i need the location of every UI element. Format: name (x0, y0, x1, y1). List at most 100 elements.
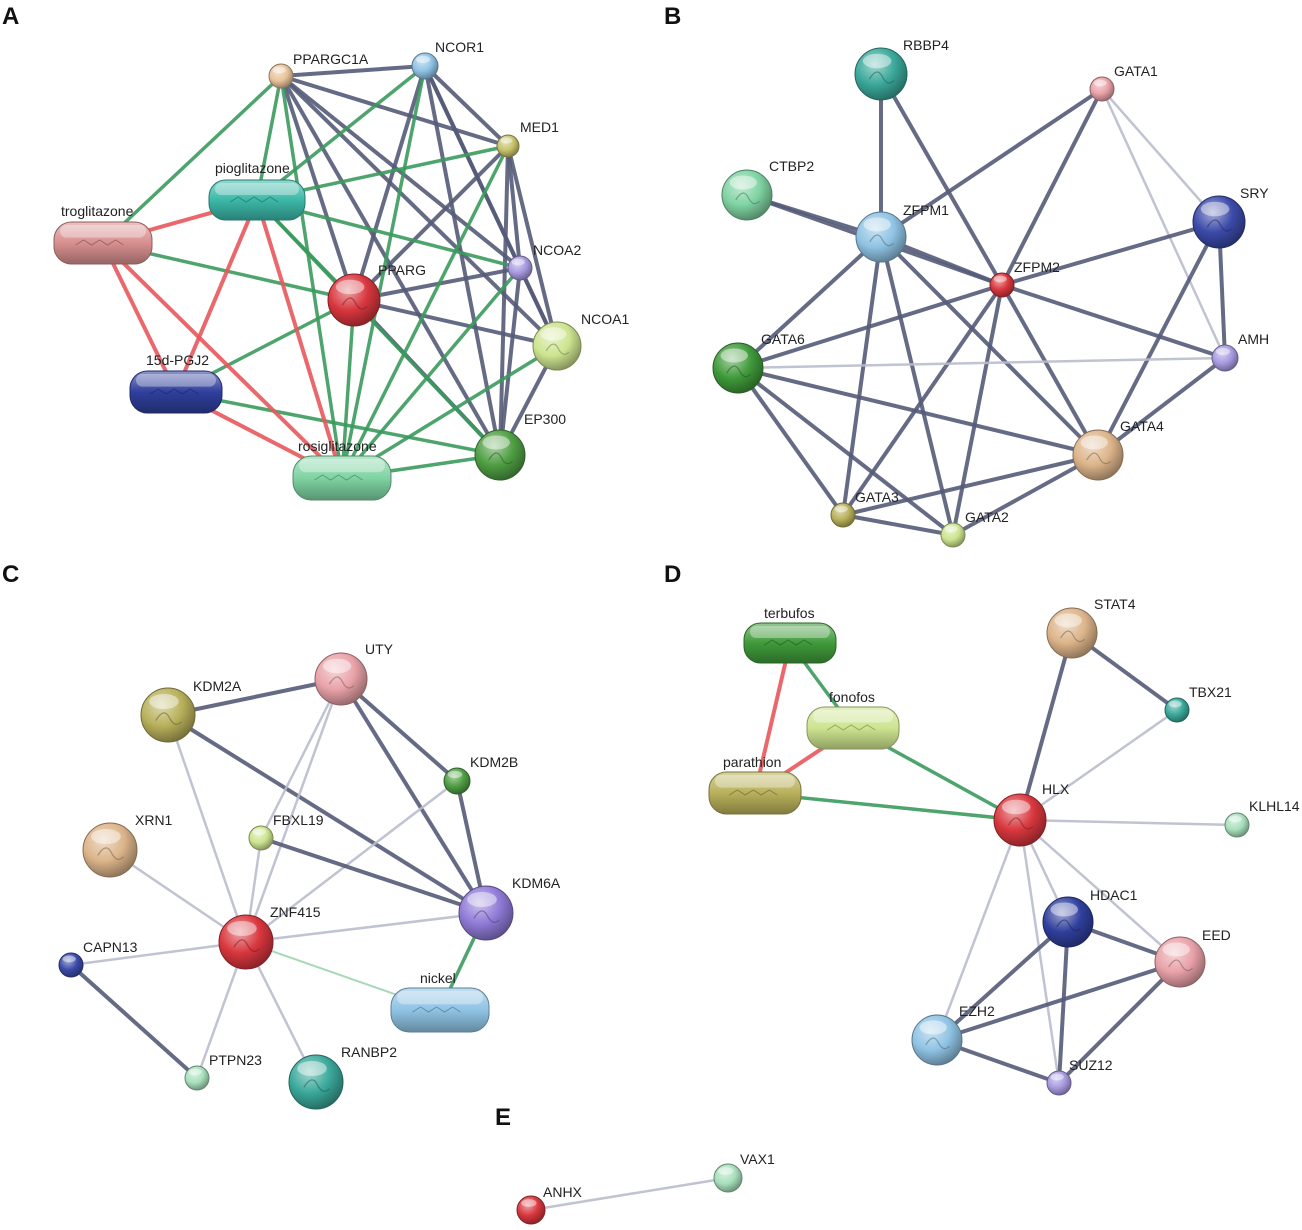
node-label: KDM2A (193, 678, 242, 694)
node-xrn1[interactable]: XRN1 (82, 812, 173, 878)
node-label: VAX1 (740, 1151, 775, 1167)
node-anhx[interactable]: ANHX (516, 1184, 583, 1225)
chemical-pill-highlight (299, 459, 385, 473)
protein-structure-icon (328, 676, 355, 689)
edge-tbx21-hlx (1019, 708, 1178, 822)
node-hlx[interactable]: HLX (993, 781, 1070, 847)
node-gata4[interactable]: GATA4 (1072, 418, 1164, 481)
node-label: SRY (1240, 185, 1269, 201)
node-ranbp2[interactable]: RANBP2 (288, 1044, 397, 1110)
node-troglitazone[interactable]: troglitazone (53, 203, 153, 265)
sphere-highlight (1200, 201, 1230, 217)
sphere-highlight (720, 348, 748, 363)
edge-zfpm1-gata2 (879, 236, 955, 536)
protein-structure-icon (925, 1037, 950, 1050)
sphere-highlight (149, 693, 179, 710)
sphere-highlight (1228, 815, 1242, 823)
node-label: GATA3 (855, 489, 899, 505)
node-pparg[interactable]: PPARG (327, 262, 426, 327)
edge-uty-fbxl19 (259, 678, 343, 839)
edge-gata1-zfpm1 (879, 87, 1104, 239)
node-gata2[interactable]: GATA2 (940, 509, 1009, 548)
node-vax1[interactable]: VAX1 (713, 1151, 775, 1193)
node-tbx21[interactable]: TBX21 (1164, 684, 1232, 723)
node-15d-pgj2[interactable]: 15d-PGJ2 (129, 352, 223, 414)
node-label: EZH2 (959, 1003, 995, 1019)
node-label: UTY (365, 641, 394, 657)
node-klhl14[interactable]: KLHL14 (1224, 798, 1300, 838)
node-parathion[interactable]: parathion (708, 754, 802, 815)
node-gata3[interactable]: GATA3 (830, 489, 899, 528)
node-capn13[interactable]: CAPN13 (58, 939, 138, 978)
node-med1[interactable]: MED1 (496, 119, 559, 158)
edge-capn13-ptpn23 (69, 963, 199, 1080)
node-znf415[interactable]: ZNF415 (218, 904, 321, 970)
node-ppargc1a[interactable]: PPARGC1A (268, 51, 369, 89)
node-ncoa2[interactable]: NCOA2 (507, 242, 581, 281)
node-hdac1[interactable]: HDAC1 (1042, 887, 1138, 948)
edge-zfpm2-gata6 (737, 283, 1003, 370)
node-eed[interactable]: EED (1154, 927, 1231, 988)
edge-kdm2b-znf415 (245, 780, 458, 943)
protein-sphere-shape (1046, 1070, 1072, 1096)
edge-gata6-gata4 (737, 366, 1099, 457)
node-rbbp4[interactable]: RBBP4 (854, 37, 949, 101)
edge-pioglitazone-rosiglitazone (255, 199, 344, 479)
node-label: NCOA2 (533, 242, 581, 258)
node-ptpn23[interactable]: PTPN23 (184, 1052, 262, 1091)
node-pioglitazone[interactable]: pioglitazone (208, 160, 306, 221)
protein-structure-icon (341, 297, 368, 310)
node-nickel[interactable]: nickel (390, 970, 490, 1033)
node-gata1[interactable]: GATA1 (1089, 63, 1158, 102)
node-kdm2a[interactable]: KDM2A (140, 678, 242, 743)
node-suz12[interactable]: SUZ12 (1046, 1057, 1113, 1096)
node-label: GATA6 (761, 331, 805, 347)
edge-uty-znf415 (244, 678, 343, 943)
node-stat4[interactable]: STAT4 (1046, 596, 1136, 659)
node-label: FBXL19 (273, 812, 324, 828)
node-zfpm1[interactable]: ZFPM1 (855, 202, 949, 263)
node-fbxl19[interactable]: FBXL19 (248, 812, 324, 851)
node-label: pioglitazone (215, 160, 290, 176)
node-fonofos[interactable]: fonofos (806, 689, 900, 750)
molecule-structure-icon (412, 1006, 461, 1013)
molecule-structure-icon (75, 239, 124, 246)
protein-sphere-shape (411, 52, 439, 80)
chemical-pill-shape (292, 455, 392, 501)
node-zfpm2[interactable]: ZFPM2 (989, 259, 1060, 298)
chemical-pill-shape (708, 771, 802, 815)
edge-sry-gata4 (1096, 221, 1221, 456)
protein-sphere-shape (516, 1195, 546, 1225)
node-uty[interactable]: UTY (314, 641, 394, 706)
node-terbufos[interactable]: terbufos (743, 605, 837, 664)
edge-gata4-gata2 (952, 453, 1099, 537)
edge-med1-ncoa2 (506, 145, 522, 269)
node-label: nickel (420, 970, 456, 986)
node-label: RBBP4 (903, 37, 949, 53)
node-sry[interactable]: SRY (1192, 185, 1269, 249)
node-label: fonofos (829, 689, 875, 705)
node-label: troglitazone (61, 203, 134, 219)
edge-fbxl19-kdm6a (260, 836, 487, 915)
node-label: KLHL14 (1249, 798, 1300, 814)
node-ctbp2[interactable]: CTBP2 (721, 158, 814, 221)
node-kdm6a[interactable]: KDM6A (458, 875, 561, 941)
edge-zfpm2-gata2 (951, 284, 1004, 536)
edge-eed-suz12 (1057, 960, 1182, 1085)
node-rosiglitazone[interactable]: rosiglitazone (292, 438, 392, 501)
node-kdm2b[interactable]: KDM2B (443, 754, 518, 795)
node-ncoa1[interactable]: NCOA1 (532, 311, 629, 371)
node-gata6[interactable]: GATA6 (712, 331, 805, 394)
node-ezh2[interactable]: EZH2 (911, 1003, 995, 1066)
node-label: RANBP2 (341, 1044, 397, 1060)
edge-gata4-gata3 (842, 453, 1099, 517)
edge-terbufos-parathion (753, 642, 792, 794)
node-amh[interactable]: AMH (1211, 331, 1269, 372)
sphere-highlight (1050, 902, 1078, 917)
node-ncor1[interactable]: NCOR1 (411, 39, 484, 80)
node-label: GATA1 (1114, 63, 1158, 79)
sphere-highlight (188, 1068, 202, 1076)
chemical-pill-shape (129, 370, 223, 414)
node-ep300[interactable]: EP300 (474, 411, 566, 481)
